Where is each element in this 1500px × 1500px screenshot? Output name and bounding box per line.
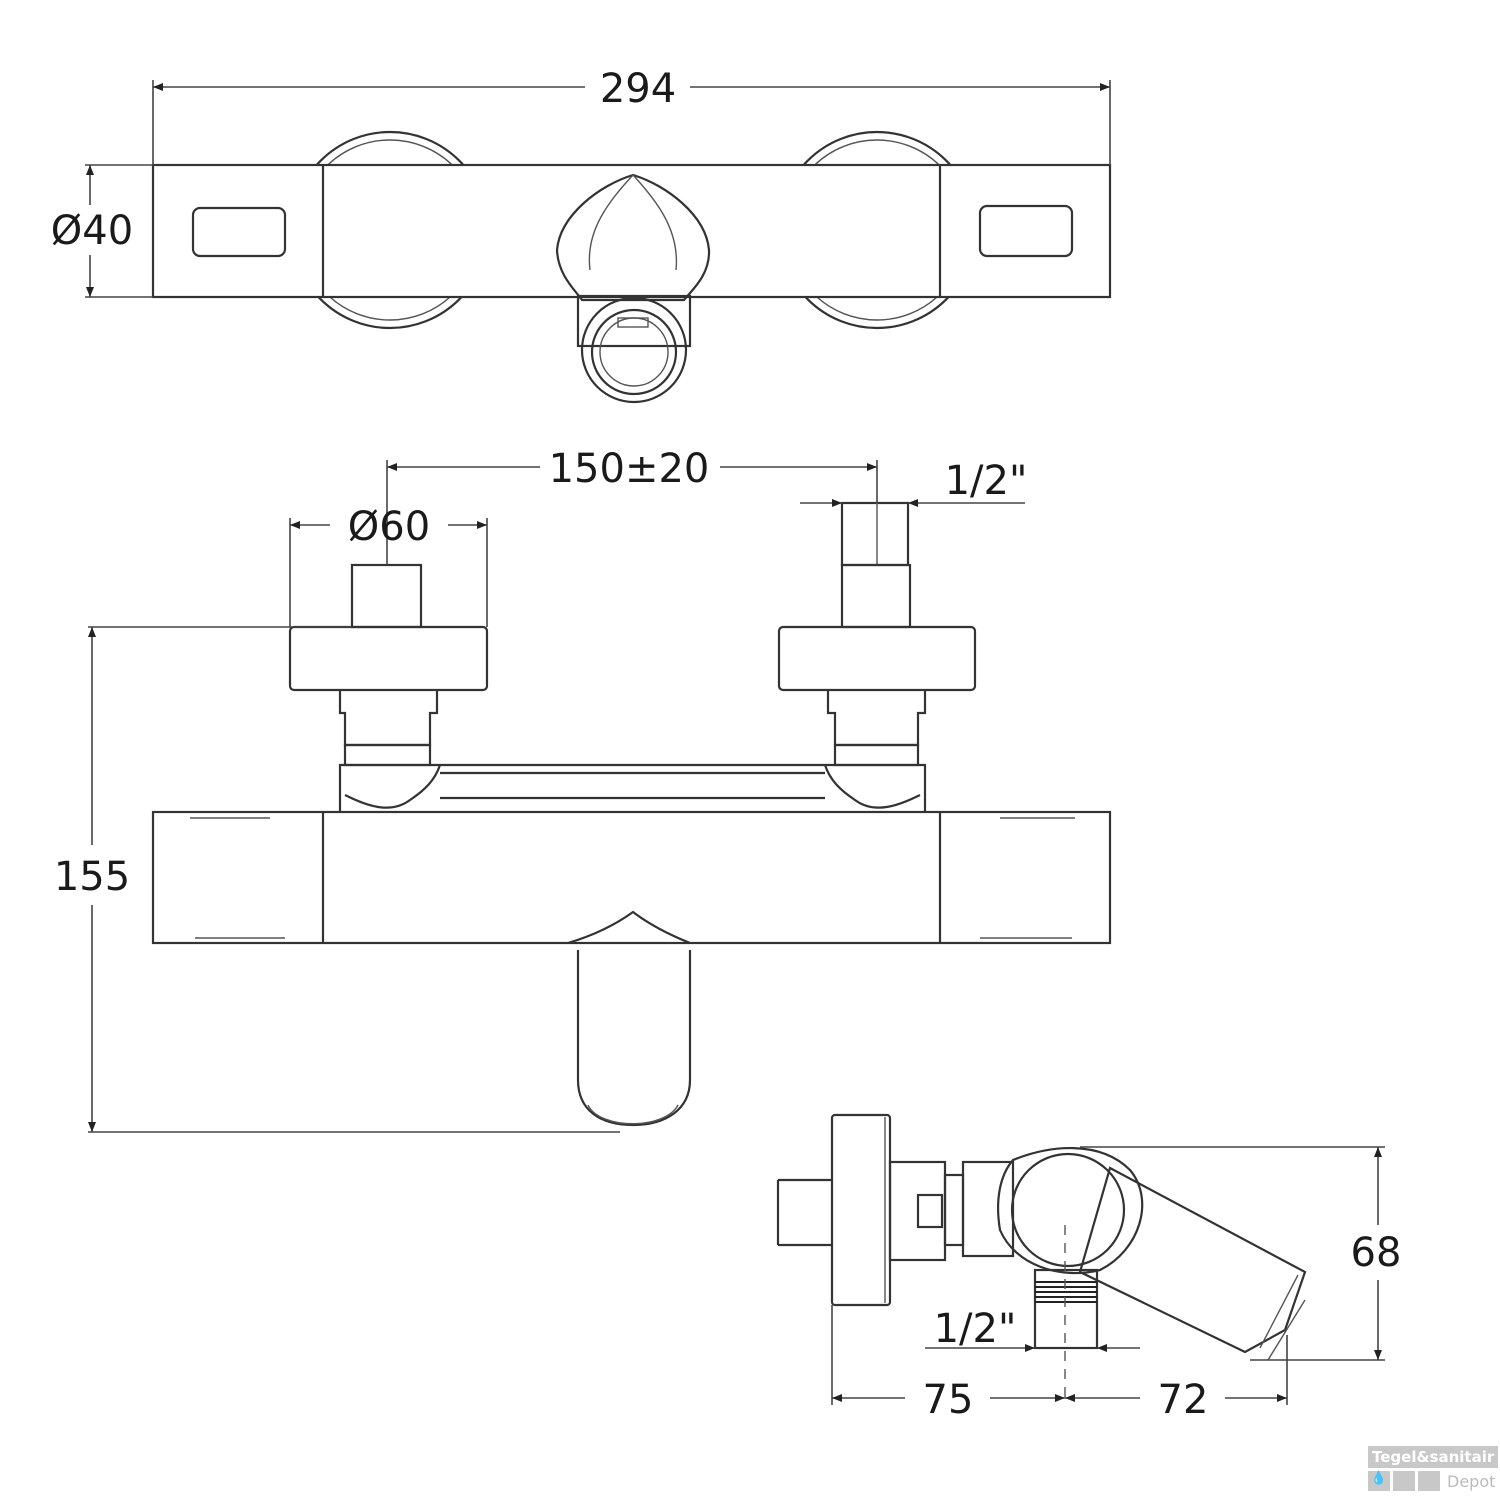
watermark-line1: Tegel&sanitair [1368,1446,1498,1468]
front-knob-left [288,563,489,767]
top-view: 294 Ø40 [51,66,1112,404]
tile-icon [1393,1471,1415,1491]
dim-outlet-thread: 1/2" [925,1306,1140,1352]
top-spout [555,173,711,404]
label-150: 150±20 [549,446,710,492]
label-155: 155 [54,854,130,900]
label-diameter-40: Ø40 [51,208,133,254]
watermark-line2: Depot [1447,1471,1496,1491]
front-view: 150±20 Ø60 1/2" 155 [54,446,1112,1133]
side-view: 68 1/2" 75 72 [776,1113,1402,1423]
dim-diameter-40: Ø40 [51,164,153,298]
front-spout [567,910,692,1127]
dim-155: 155 [54,626,620,1133]
label-68: 68 [1351,1230,1402,1276]
label-diameter-60: Ø60 [348,504,430,550]
label-294: 294 [600,66,676,112]
label-75: 75 [923,1377,974,1423]
slot-left [191,206,287,258]
dim-150: 150±20 [386,446,878,565]
outlet-thread [1033,1268,1099,1350]
drop-icon: 💧 [1368,1471,1390,1491]
label-inlet-thread: 1/2" [945,458,1028,504]
dim-diameter-60: Ø60 [289,504,488,627]
wall-plate [830,1113,892,1307]
front-knob-right [777,501,977,767]
label-72: 72 [1158,1377,1209,1423]
slot-right [978,204,1074,258]
label-outlet-thread: 1/2" [934,1306,1017,1352]
watermark-logo: Tegel&sanitair 💧 Depot [1368,1446,1498,1498]
dim-294: 294 [152,66,1111,165]
dim-75-72: 75 72 [831,1305,1288,1423]
dim-inlet-thread: 1/2" [800,458,1028,507]
tile-icon [1418,1471,1440,1491]
dim-68: 68 [1080,1146,1402,1361]
